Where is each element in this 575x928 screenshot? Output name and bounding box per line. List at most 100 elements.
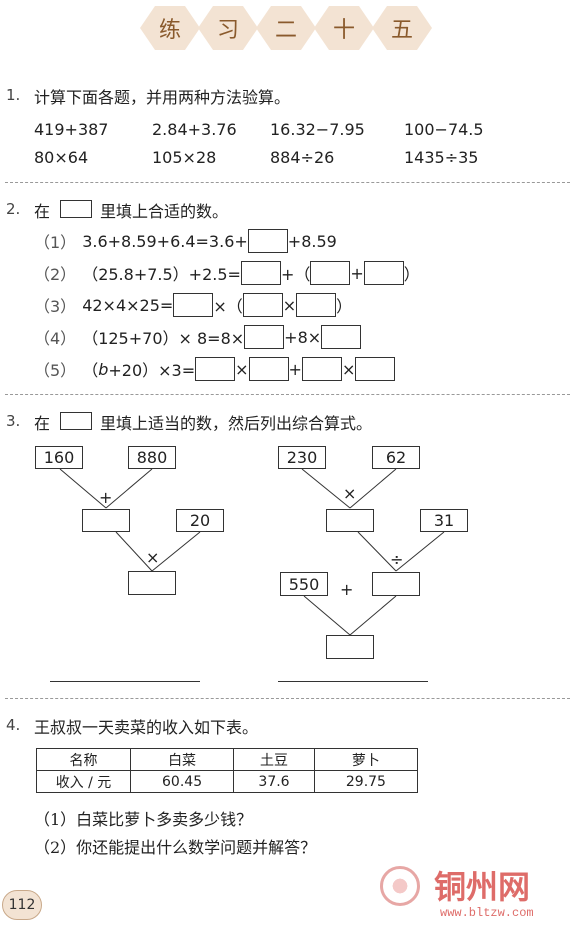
table-header-cell: 土豆 xyxy=(233,748,315,771)
answer-box[interactable] xyxy=(296,293,337,317)
q2-sample-box xyxy=(60,200,92,218)
divider xyxy=(5,182,570,183)
expr-text: （25.8+7.5）+2.5= xyxy=(82,265,241,284)
watermark-logo-icon xyxy=(380,866,420,906)
expr-text: +8× xyxy=(284,327,322,347)
q1-expr: 419+387 xyxy=(34,120,109,139)
table-cell: 37.6 xyxy=(233,770,315,793)
q1-expr: 100−74.5 xyxy=(404,120,484,139)
tree-left-op-times: × xyxy=(146,548,160,567)
item-label: （2） xyxy=(34,265,77,284)
table-cell: 29.75 xyxy=(313,770,419,793)
tree-right-answer-box-1[interactable] xyxy=(326,509,374,532)
q2-item-3: （3） 42×4×25= ×（ × ） xyxy=(34,292,352,318)
income-table: 名称 白菜 土豆 萝卜 收入 / 元 60.45 37.6 29.75 xyxy=(36,748,419,793)
q1-expr: 80×64 xyxy=(34,148,89,167)
expr-text: （ xyxy=(82,361,99,380)
table-header-cell: 白菜 xyxy=(129,748,235,771)
q1-expr: 2.84+3.76 xyxy=(152,120,237,139)
tree-left-number-20: 20 xyxy=(176,509,224,532)
answer-box[interactable] xyxy=(321,325,362,349)
tree-left-answer-box-1[interactable] xyxy=(82,509,130,532)
table-row: 收入 / 元 60.45 37.6 29.75 xyxy=(36,770,419,793)
table-cell: 60.45 xyxy=(129,770,235,793)
q4-instruction: 王叔叔一天卖菜的收入如下表。 xyxy=(34,718,259,737)
page-number-badge: 112 xyxy=(2,890,42,920)
tree-left-answer-box-2[interactable] xyxy=(128,571,176,595)
q1-expr: 884÷26 xyxy=(270,148,335,167)
expr-text: +20）×3= xyxy=(108,361,196,380)
q2-item-2: （2） （25.8+7.5）+2.5= +（ + ） xyxy=(34,260,420,286)
expr-text: + xyxy=(288,359,302,379)
table-header-cell: 萝卜 xyxy=(313,748,419,771)
tree-right-op-divide: ÷ xyxy=(390,550,404,569)
table-cell: 收入 / 元 xyxy=(36,770,131,793)
q3-instruction-after: 里填上适当的数，然后列出综合算式。 xyxy=(100,414,373,433)
answer-box[interactable] xyxy=(355,357,396,381)
q4-subquestion-1: （1）白菜比萝卜多卖多少钱？ xyxy=(34,810,253,829)
expr-text: 3.6+8.59+6.4=3.6+ xyxy=(82,231,248,251)
q4-subquestion-2: （2）你还能提出什么数学问题并解答？ xyxy=(34,838,317,857)
tree-right-number-31: 31 xyxy=(420,509,468,532)
tree-right-formula-line[interactable] xyxy=(278,681,428,682)
tree-right-op-plus: + xyxy=(340,580,354,599)
tree-right-answer-box-3[interactable] xyxy=(326,635,374,659)
q2-instruction-after: 里填上合适的数。 xyxy=(100,202,229,221)
item-label: （3） xyxy=(34,297,77,316)
expr-text: 42×4×25= xyxy=(82,295,174,315)
expr-text: × xyxy=(341,359,356,379)
item-label: （4） xyxy=(34,329,77,348)
q2-item-4: （4） （125+70）× 8=8× +8× xyxy=(34,324,362,350)
tree-right-number-230: 230 xyxy=(278,446,326,469)
tree-right-op-times: × xyxy=(343,484,357,503)
table-header-row: 名称 白菜 土豆 萝卜 xyxy=(36,748,419,771)
answer-box[interactable] xyxy=(248,357,289,381)
divider xyxy=(5,394,570,395)
answer-box[interactable] xyxy=(310,261,351,285)
watermark-name: 铜州网 xyxy=(434,868,531,906)
divider xyxy=(5,698,570,699)
expr-text: +8.59 xyxy=(287,231,337,251)
expr-text: ×（ xyxy=(213,297,243,316)
expr-text: + xyxy=(350,263,364,283)
watermark-url: www.bltzw.com xyxy=(440,906,534,920)
answer-box[interactable] xyxy=(247,229,288,253)
answer-box[interactable] xyxy=(195,357,236,381)
expr-text: （125+70）× 8=8× xyxy=(82,329,245,348)
q1-expr: 1435÷35 xyxy=(404,148,479,167)
tree-right-answer-box-2[interactable] xyxy=(372,572,420,596)
answer-box[interactable] xyxy=(363,261,404,285)
tree-right-number-550: 550 xyxy=(280,572,328,596)
q2-item-1: （1） 3.6+8.59+6.4=3.6+ +8.59 xyxy=(34,228,337,254)
expr-text: × xyxy=(235,359,249,379)
answer-box[interactable] xyxy=(242,293,283,317)
expr-text: +（ xyxy=(280,265,311,284)
q1-expr: 105×28 xyxy=(152,148,217,167)
table-header-cell: 名称 xyxy=(36,748,131,771)
expr-text: ） xyxy=(336,297,353,316)
q3-instruction-before: 在 xyxy=(34,414,51,433)
q1-expr: 16.32−7.95 xyxy=(270,120,365,139)
q1-number: 1. xyxy=(6,86,21,104)
answer-box[interactable] xyxy=(173,293,214,317)
answer-box[interactable] xyxy=(244,325,285,349)
item-label: （5） xyxy=(34,361,77,380)
tree-left-op-plus: + xyxy=(99,488,113,507)
q4-number: 4. xyxy=(6,716,21,734)
q2-instruction-before: 在 xyxy=(34,202,51,221)
q2-number: 2. xyxy=(6,200,21,218)
tree-right-number-62: 62 xyxy=(372,446,420,469)
expr-text: × xyxy=(282,295,297,315)
q3-number: 3. xyxy=(6,412,21,430)
answer-box[interactable] xyxy=(240,261,281,285)
variable-b: b xyxy=(98,359,109,379)
q3-sample-box xyxy=(60,412,92,430)
answer-box[interactable] xyxy=(301,357,342,381)
tree-left-formula-line[interactable] xyxy=(50,681,200,682)
tree-left-number-160: 160 xyxy=(35,446,83,469)
q2-item-5: （5） （ b +20）×3= × + × xyxy=(34,356,396,382)
expr-text: ） xyxy=(403,265,420,284)
tree-left-number-880: 880 xyxy=(128,446,176,469)
item-label: （1） xyxy=(34,233,77,252)
